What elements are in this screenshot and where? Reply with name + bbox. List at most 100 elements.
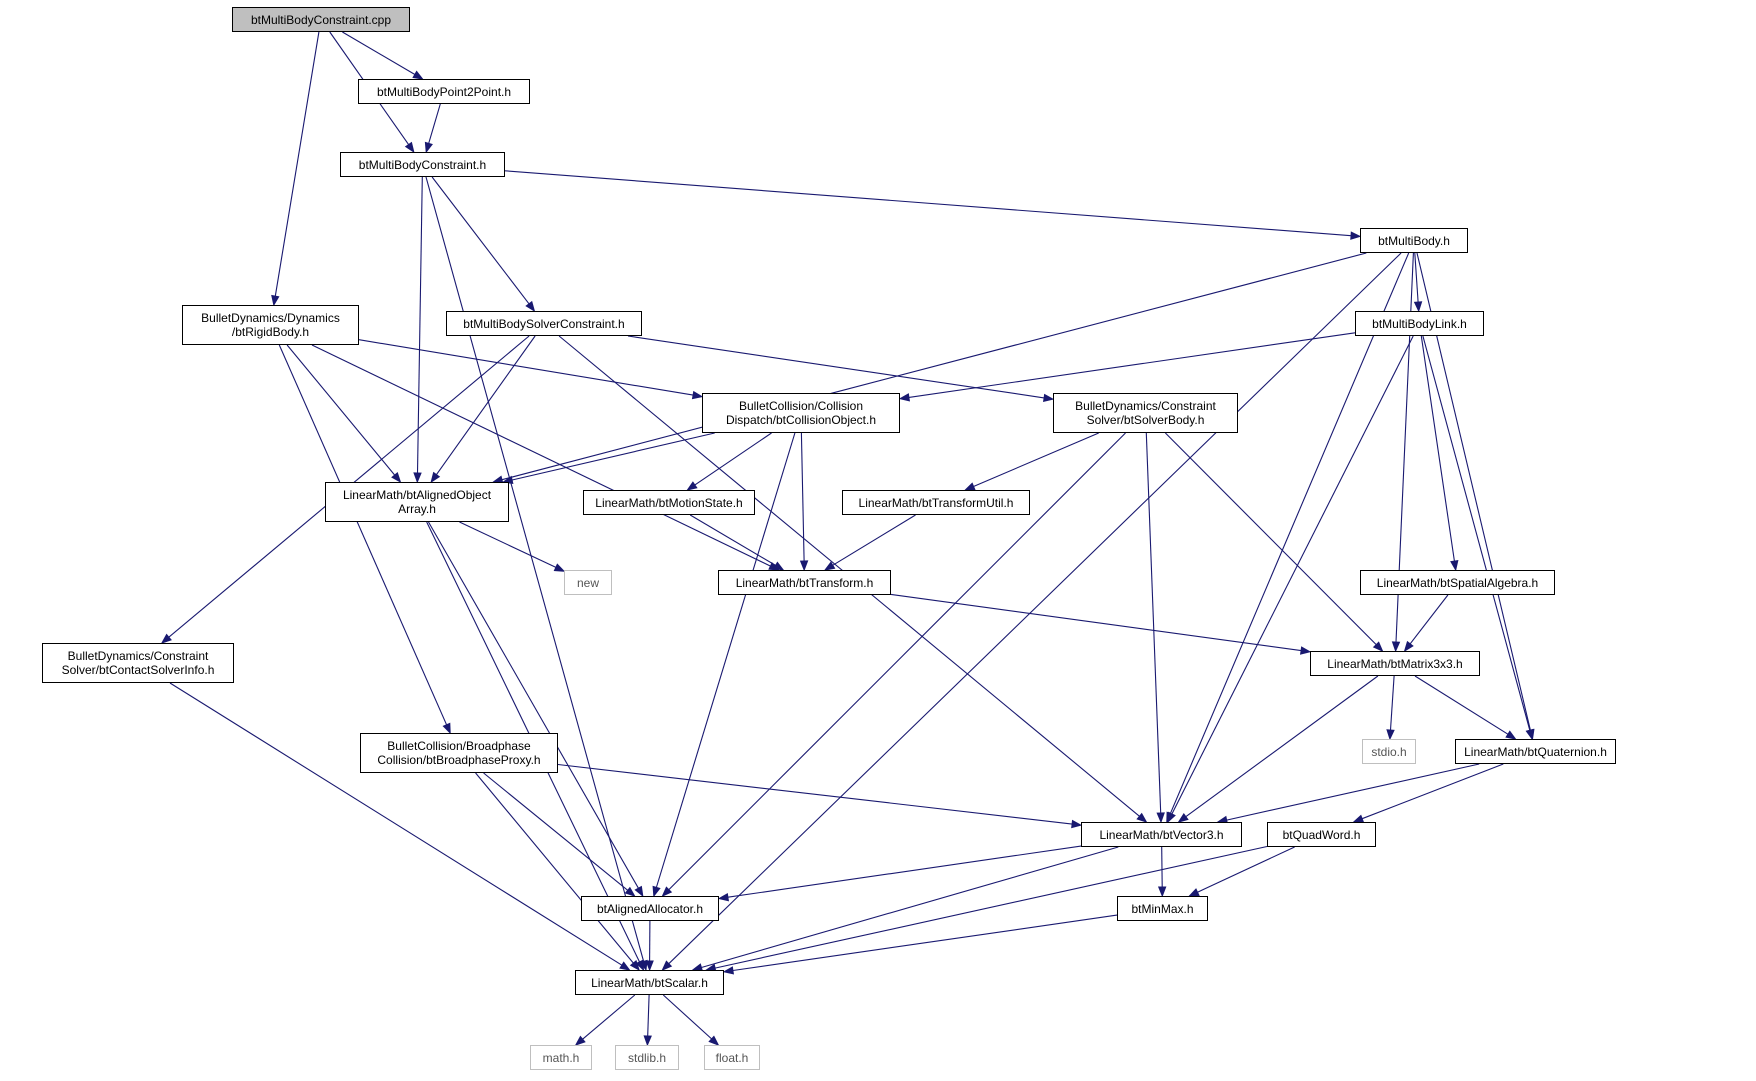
edge-co-to-ms bbox=[694, 432, 772, 486]
graph-node-mm[interactable]: btMinMax.h bbox=[1117, 896, 1208, 921]
arrowhead-mbc-to-aoa bbox=[413, 472, 422, 484]
graph-node-cpp: btMultiBodyConstraint.cpp bbox=[232, 7, 410, 32]
arrowhead-sa-to-m33 bbox=[1403, 640, 1414, 653]
edge-tu-to-tr bbox=[832, 514, 916, 566]
arrowhead-sb-to-v3 bbox=[1156, 812, 1165, 824]
graph-node-rb[interactable]: BulletDynamics/Dynamics /btRigidBody.h bbox=[182, 305, 359, 345]
edge-mbl-to-v3 bbox=[1171, 335, 1414, 815]
arrowhead-ms-to-tr bbox=[772, 561, 785, 571]
arrowhead-mbl-to-quat bbox=[1525, 728, 1534, 741]
arrowhead-mbsc-to-sb bbox=[1042, 393, 1055, 403]
edge-bp-to-aa bbox=[483, 772, 629, 891]
edge-sa-to-m33 bbox=[1409, 594, 1449, 645]
edge-mbc-to-sc bbox=[425, 176, 645, 962]
arrowhead-mbl-to-co bbox=[898, 393, 910, 402]
arrowhead-aa-to-sc bbox=[645, 960, 654, 972]
edge-sb-to-v3 bbox=[1145, 432, 1162, 814]
graph-node-stdio: stdio.h bbox=[1362, 739, 1416, 764]
edge-v3-to-mm bbox=[1161, 846, 1163, 888]
graph-node-float: float.h bbox=[704, 1045, 760, 1070]
edge-cpp-to-rb bbox=[274, 31, 320, 297]
graph-node-stdlib: stdlib.h bbox=[615, 1045, 679, 1070]
edge-bp-to-sc bbox=[475, 772, 634, 964]
graph-node-sc[interactable]: LinearMath/btScalar.h bbox=[575, 970, 724, 995]
arrowhead-bp-to-aa bbox=[624, 886, 636, 897]
edge-mbc-to-mbsc bbox=[431, 176, 530, 305]
edge-sb-to-tu bbox=[973, 432, 1099, 488]
arrowhead-sb-to-tu bbox=[964, 482, 976, 491]
edge-ms-to-tr bbox=[689, 514, 776, 566]
edge-quat-to-v3 bbox=[1226, 763, 1480, 821]
edge-mb-to-aoa bbox=[501, 252, 1367, 481]
graph-node-mbsc[interactable]: btMultiBodySolverConstraint.h bbox=[446, 311, 642, 336]
graph-node-tr[interactable]: LinearMath/btTransform.h bbox=[718, 570, 891, 595]
edge-co-to-aoa bbox=[511, 432, 715, 481]
edge-rb-to-co bbox=[358, 339, 694, 396]
edge-mbl-to-co bbox=[908, 332, 1356, 398]
graph-node-mbl[interactable]: btMultiBodyLink.h bbox=[1355, 311, 1484, 336]
graph-node-sb[interactable]: BulletDynamics/Constraint Solver/btSolve… bbox=[1053, 393, 1238, 433]
edge-mbsc-to-aoa bbox=[435, 335, 536, 476]
arrowhead-bp-to-v3 bbox=[1071, 819, 1083, 829]
arrowhead-m33-to-quat bbox=[1505, 730, 1517, 740]
arrowhead-aoa-to-aa bbox=[634, 885, 644, 898]
graph-node-m33[interactable]: LinearMath/btMatrix3x3.h bbox=[1310, 651, 1480, 676]
edge-v3-to-sc bbox=[701, 846, 1119, 969]
arrowhead-bp-to-sc bbox=[629, 959, 640, 972]
arrowhead-mb-to-sc bbox=[661, 960, 673, 971]
edge-aoa-to-new bbox=[459, 521, 557, 568]
graph-node-csi[interactable]: BulletDynamics/Constraint Solver/btConta… bbox=[42, 643, 234, 683]
edge-sc-to-stdlib bbox=[647, 994, 650, 1037]
edge-csi-to-sc bbox=[169, 682, 623, 966]
arrowhead-rb-to-bp bbox=[442, 722, 451, 735]
graph-node-new: new bbox=[564, 570, 612, 595]
arrowhead-mm-to-sc bbox=[722, 966, 734, 975]
edge-rb-to-tr bbox=[311, 344, 771, 567]
arrowhead-cpp-to-rb bbox=[271, 294, 280, 307]
graph-node-aa[interactable]: btAlignedAllocator.h bbox=[581, 896, 719, 921]
graph-node-v3[interactable]: LinearMath/btVector3.h bbox=[1081, 822, 1242, 847]
graph-node-sa[interactable]: LinearMath/btSpatialAlgebra.h bbox=[1360, 570, 1555, 595]
edge-mb-to-v3 bbox=[1169, 252, 1410, 814]
graph-node-ms[interactable]: LinearMath/btMotionState.h bbox=[583, 490, 755, 515]
edge-sb-to-m33 bbox=[1165, 432, 1377, 645]
graph-node-aoa[interactable]: LinearMath/btAlignedObject Array.h bbox=[325, 482, 509, 522]
edge-aoa-to-aa bbox=[428, 521, 639, 889]
edge-bp-to-v3 bbox=[557, 763, 1073, 825]
arrowhead-mbc-to-mbsc bbox=[525, 300, 536, 313]
arrowhead-rb-to-aoa bbox=[391, 471, 402, 484]
graph-node-qw[interactable]: btQuadWord.h bbox=[1267, 822, 1376, 847]
arrowhead-m33-to-stdio bbox=[1386, 729, 1395, 741]
edge-m33-to-quat bbox=[1414, 675, 1509, 735]
arrowhead-aoa-to-new bbox=[553, 563, 566, 572]
edge-sc-to-float bbox=[662, 994, 712, 1040]
edge-quat-to-qw bbox=[1361, 763, 1504, 820]
graph-node-quat[interactable]: LinearMath/btQuaternion.h bbox=[1455, 739, 1616, 764]
arrowhead-v3-to-aa bbox=[717, 893, 730, 902]
arrowhead-v3-to-mm bbox=[1157, 886, 1167, 898]
edge-co-to-tr bbox=[800, 432, 805, 562]
edge-p2p-to-mbc bbox=[428, 103, 441, 144]
arrowhead-sc-to-stdlib bbox=[643, 1035, 652, 1047]
edge-tr-to-m33 bbox=[890, 593, 1302, 652]
edge-co-to-aa bbox=[655, 432, 796, 888]
graph-node-tu[interactable]: LinearMath/btTransformUtil.h bbox=[842, 490, 1030, 515]
arrowhead-tr-to-m33 bbox=[1300, 646, 1312, 655]
edge-mbsc-to-sb bbox=[627, 335, 1045, 399]
edge-qw-to-sc bbox=[714, 845, 1268, 969]
arrowhead-mbl-to-sa bbox=[1450, 560, 1459, 572]
graph-node-mbc[interactable]: btMultiBodyConstraint.h bbox=[340, 152, 505, 177]
graph-node-mb[interactable]: btMultiBody.h bbox=[1360, 228, 1468, 253]
edge-mm-to-sc bbox=[732, 914, 1118, 972]
arrowhead-co-to-aa bbox=[652, 885, 661, 898]
edge-v3-to-aa bbox=[727, 845, 1082, 898]
edge-m33-to-v3 bbox=[1185, 675, 1379, 818]
graph-node-co[interactable]: BulletCollision/Collision Dispatch/btCol… bbox=[702, 393, 900, 433]
graph-node-bp[interactable]: BulletCollision/Broadphase Collision/btB… bbox=[360, 733, 558, 773]
graph-node-p2p[interactable]: btMultiBodyPoint2Point.h bbox=[358, 79, 530, 104]
arrowhead-mbsc-to-aoa bbox=[430, 471, 441, 484]
edge-mbc-to-mb bbox=[504, 170, 1352, 237]
arrowhead-rb-to-co bbox=[691, 390, 704, 400]
